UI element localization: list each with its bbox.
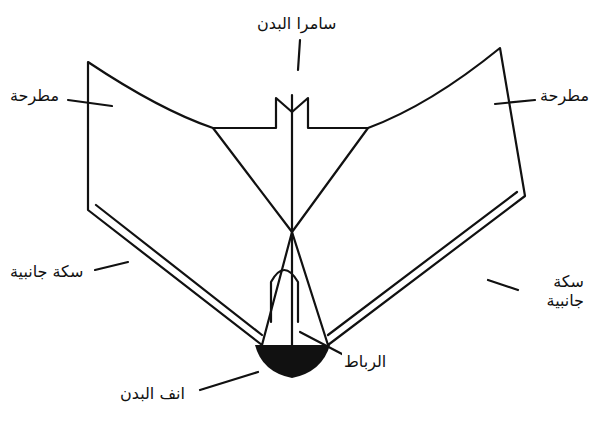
part-label: سكة جانبية (8, 262, 85, 281)
part-label: انف البدن (118, 384, 187, 403)
part-label: سامرا البدن (255, 14, 339, 33)
leader-line (95, 262, 128, 270)
part-label: الرباط (342, 352, 388, 371)
right-plank (328, 192, 517, 335)
leader-line (200, 372, 258, 390)
leader-line (68, 100, 112, 106)
bow-block (255, 345, 330, 378)
part-label: مطرحة (538, 86, 591, 105)
leader-line (488, 280, 518, 290)
right-frame (292, 98, 368, 128)
left-plank (96, 205, 262, 335)
leader-line (495, 100, 535, 104)
leader-line (298, 40, 300, 70)
right-panel (292, 48, 525, 345)
keel-arch (271, 270, 298, 322)
left-panel (88, 62, 292, 345)
part-label: مطرحة (8, 86, 61, 105)
centre-post (291, 95, 293, 345)
left-frame (213, 98, 292, 128)
part-label: سكة جانبية (522, 272, 586, 310)
